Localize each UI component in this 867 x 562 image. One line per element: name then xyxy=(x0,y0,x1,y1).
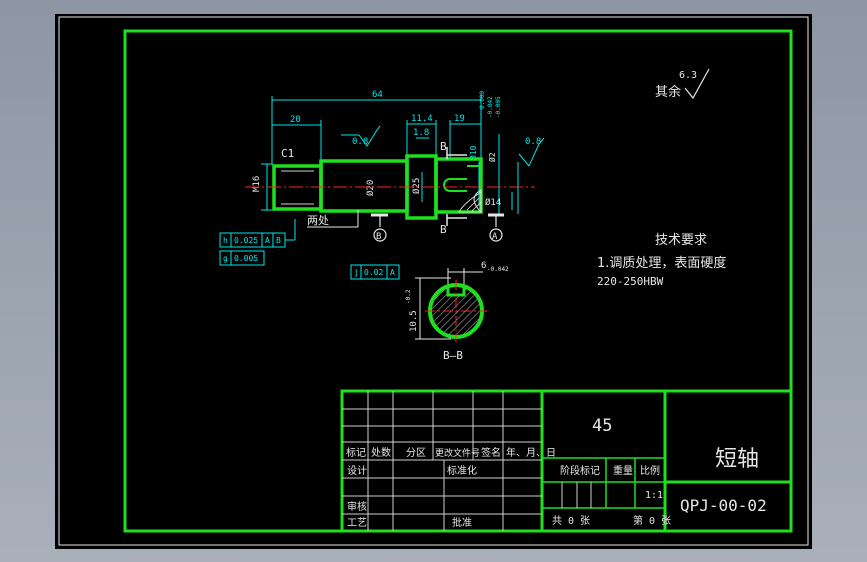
section-b-b: 10.5 -0.2 6 -0.042 B—B xyxy=(405,261,509,362)
tol3-symbol: j xyxy=(354,268,359,277)
tech-title: 技术要求 xyxy=(655,233,707,248)
dim-d1: 11.4 xyxy=(411,114,433,124)
dim-dia-b: Ø25 xyxy=(411,178,422,194)
dim-chamfer: C1 xyxy=(281,147,294,160)
broken-section-hatch xyxy=(458,189,482,214)
tb-scale: 比例 xyxy=(640,464,660,477)
dim-dia-d: Ø10 xyxy=(468,145,478,160)
shaft-edges xyxy=(281,170,314,205)
dimension-lines xyxy=(261,94,519,214)
dim-d2: 1.8 xyxy=(413,128,429,138)
tb-weight: 重量 xyxy=(613,464,633,477)
tol1-ref2: B xyxy=(276,236,281,245)
title-block xyxy=(340,389,793,533)
surface-finish-a-value: 0.8 xyxy=(352,137,368,147)
part-name: 短轴 xyxy=(715,447,759,472)
tb-review: 审核 xyxy=(347,500,367,513)
tb-sheet-no: 第 0 张 xyxy=(633,514,671,527)
tb-stage-mark: 阶段标记 xyxy=(560,464,600,477)
tolerance-frames xyxy=(219,219,400,280)
tol3-ref1: A xyxy=(390,268,395,277)
datum-a: A xyxy=(492,232,498,242)
surface-finish-a: 0.8 xyxy=(341,125,381,147)
tol2-value: 0.005 xyxy=(234,254,258,263)
dim-keyway: Ø14 xyxy=(485,197,501,208)
section-height: 10.5 xyxy=(409,310,419,332)
tol1-symbol: h xyxy=(223,236,228,245)
datum-flags xyxy=(371,213,504,242)
technical-requirements: 技术要求 1.调质处理，表面硬度 220-250HBW xyxy=(597,233,726,288)
rev-header-count: 处数 xyxy=(371,446,391,459)
tb-total-sheets: 共 0 张 xyxy=(552,515,590,527)
material: 45 xyxy=(592,416,612,436)
surface-other-label: 其余 xyxy=(655,84,681,100)
dim-dia-c: Ø2 xyxy=(487,152,497,162)
section-width-tol: -0.042 xyxy=(487,266,509,273)
tol3-value: 0.02 xyxy=(364,268,383,277)
dim-tol-upper: 0.000 xyxy=(479,91,486,109)
rev-header-doc: 更改文件号 xyxy=(435,447,480,459)
cad-drawing: 标记 处数 分区 更改文件号 签名 年、月、日 设计 标准化 审核 工艺 批准 … xyxy=(58,16,809,546)
dim-overall: 64 xyxy=(372,90,383,100)
roughness-symbol-icon xyxy=(684,68,710,100)
rev-header-zone: 分区 xyxy=(406,447,426,459)
dim-left-step: 20 xyxy=(290,115,301,125)
tb-process: 工艺 xyxy=(347,517,367,529)
dim-tol-mid: -0.005 xyxy=(495,96,502,118)
dim-d3: 19 xyxy=(454,114,465,124)
surface-finish-b: 0.8 xyxy=(518,137,545,167)
outer-border xyxy=(58,16,809,546)
drawing-number: QPJ-00-02 xyxy=(680,496,767,515)
tolerance-text: h 0.025 A B g 0.005 j 0.02 A xyxy=(223,236,395,277)
section-cut-marks xyxy=(446,147,467,226)
surface-other-value: 6.3 xyxy=(679,70,697,81)
drawing-sheet: 标记 处数 分区 更改文件号 签名 年、月、日 设计 标准化 审核 工艺 批准 … xyxy=(55,14,812,549)
section-mark-bottom: B xyxy=(440,223,447,236)
tol1-ref1: A xyxy=(265,236,270,245)
dim-tol-lower: -0.042 xyxy=(487,96,494,118)
tb-design: 设计 xyxy=(347,464,367,477)
title-block-text: 标记 处数 分区 更改文件号 签名 年、月、日 设计 标准化 审核 工艺 批准 … xyxy=(346,446,671,529)
tol2-symbol: g xyxy=(223,254,228,263)
both-ends-note: 两处 xyxy=(307,214,329,227)
tb-approve: 批准 xyxy=(452,516,472,529)
tb-standardize: 标准化 xyxy=(447,464,477,477)
rev-header-sign: 签名 xyxy=(481,446,501,459)
shaft-main-view: 64 20 11.4 1.8 19 M16 C1 Ø20 Ø25 Ø2 Ø10 … xyxy=(245,90,545,242)
dim-dia-a: Ø20 xyxy=(365,180,376,196)
tech-line2: 220-250HBW xyxy=(597,275,664,288)
tech-line1: 1.调质处理，表面硬度 xyxy=(597,255,726,271)
section-mark-top: B xyxy=(440,140,447,153)
datum-b: B xyxy=(376,232,381,242)
section-width: 6 xyxy=(481,261,486,271)
tb-scale-value: 1:1 xyxy=(645,490,663,501)
section-title: B—B xyxy=(443,349,463,362)
section-height-tol: -0.2 xyxy=(405,289,412,304)
rev-header-date: 年、月、日 xyxy=(506,446,556,459)
rev-header-mark: 标记 xyxy=(346,447,366,459)
tol1-value: 0.025 xyxy=(234,236,258,245)
surface-finish-b-value: 0.8 xyxy=(525,137,541,147)
dim-thread: M16 xyxy=(252,176,262,192)
surface-finish-other: 其余 6.3 xyxy=(655,68,710,100)
